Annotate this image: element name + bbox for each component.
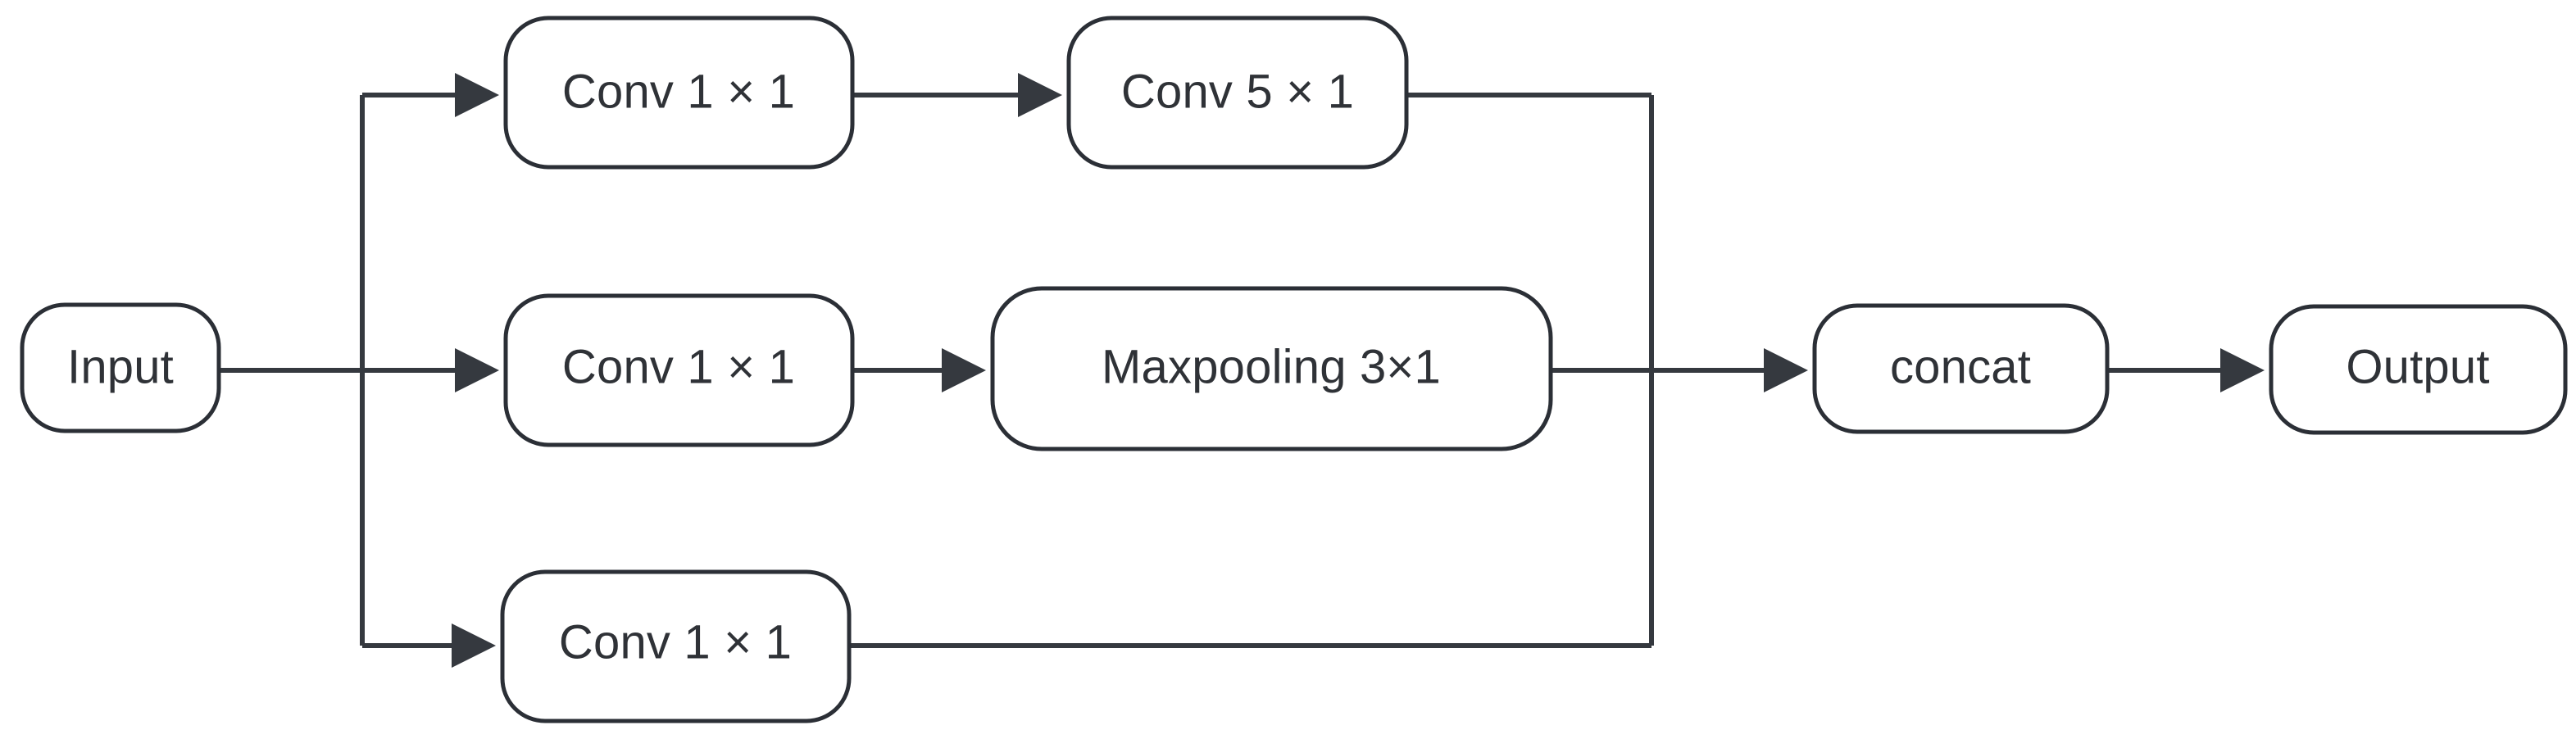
node-concat[interactable]: concat (1812, 303, 2110, 434)
node-conv1x1-middle-shape (503, 293, 855, 447)
node-conv1x1-top-label: Conv 1 × 1 (562, 65, 795, 118)
node-conv1x1-bottom[interactable]: Conv 1 × 1 (500, 569, 852, 723)
node-maxpooling[interactable]: Maxpooling 3×1 (990, 286, 1553, 451)
node-input-label: Input (67, 340, 174, 393)
node-conv1x1-middle-label: Conv 1 × 1 (562, 340, 795, 393)
node-concat-label: concat (1890, 340, 2031, 393)
node-maxpooling-shape (990, 286, 1553, 451)
node-output[interactable]: Output (2269, 304, 2568, 435)
node-conv1x1-middle[interactable]: Conv 1 × 1 (503, 293, 855, 447)
node-input[interactable]: Input (20, 302, 221, 433)
node-maxpooling-label: Maxpooling 3×1 (1102, 340, 1441, 393)
node-conv5x1-shape (1066, 16, 1409, 170)
node-concat-shape (1812, 303, 2110, 434)
node-conv1x1-top[interactable]: Conv 1 × 1 (503, 16, 855, 170)
node-output-shape (2269, 304, 2568, 435)
node-output-label: Output (2346, 340, 2489, 393)
node-conv5x1[interactable]: Conv 5 × 1 (1066, 16, 1409, 170)
node-conv1x1-top-shape (503, 16, 855, 170)
node-conv1x1-bottom-shape (500, 569, 852, 723)
node-conv5x1-label: Conv 5 × 1 (1121, 65, 1354, 118)
node-conv1x1-bottom-label: Conv 1 × 1 (559, 615, 792, 669)
node-input-shape (20, 302, 221, 433)
